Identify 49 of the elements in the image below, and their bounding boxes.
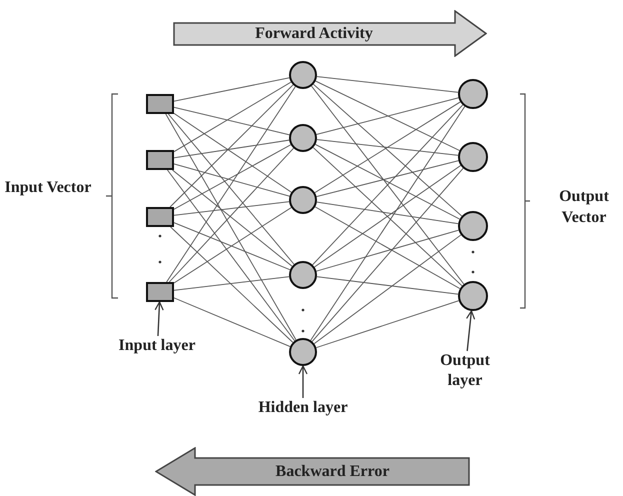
connection-line <box>312 168 464 342</box>
connection-line <box>174 222 290 270</box>
layer-label: Output layer <box>421 351 509 393</box>
neuron-square <box>146 282 174 302</box>
vector-label: Input Vector <box>4 178 92 198</box>
connection-line <box>165 114 296 340</box>
block-arrow <box>155 447 470 496</box>
connection-line <box>316 300 460 348</box>
neuron-square <box>146 207 174 227</box>
connection-line <box>311 86 464 285</box>
leader-arrow <box>466 310 476 352</box>
layer-label: Input layer <box>118 336 196 378</box>
connection-line <box>174 297 291 348</box>
connection-line <box>316 97 459 135</box>
connection-line <box>170 226 294 343</box>
connection-line <box>314 234 462 344</box>
connection-line <box>172 170 293 267</box>
connection-line <box>316 76 459 93</box>
connection-line <box>310 106 466 341</box>
connection-line <box>314 165 462 268</box>
layer-label: Hidden layer <box>256 398 350 442</box>
connection-line <box>315 80 460 151</box>
connection-line <box>312 147 462 286</box>
connection-line <box>313 84 462 216</box>
neuron-square <box>146 94 174 114</box>
arrow-label: Backward Error <box>276 464 390 480</box>
connection-line <box>316 276 459 295</box>
connection-line <box>316 160 459 198</box>
block-arrow <box>173 10 487 57</box>
connection-line <box>316 230 460 272</box>
connection-line <box>174 201 290 216</box>
leader-arrow <box>154 301 164 336</box>
connection-line <box>170 84 294 208</box>
connection-line <box>168 114 294 265</box>
connection-line <box>312 104 464 266</box>
connection-line <box>174 82 292 152</box>
connection-line <box>168 148 294 282</box>
neuron-square <box>146 150 174 170</box>
connection-line <box>174 140 290 158</box>
leader-arrow <box>298 365 308 398</box>
arrow-label: Forward Activity <box>255 26 373 42</box>
connection-line <box>174 163 290 197</box>
connection-line <box>174 106 290 136</box>
connection-line <box>174 77 290 102</box>
connection-line <box>316 139 459 156</box>
vector-label: Output Vector <box>558 187 610 228</box>
connection-line <box>174 144 292 210</box>
connection-line <box>316 202 459 224</box>
connection-line <box>174 276 290 291</box>
